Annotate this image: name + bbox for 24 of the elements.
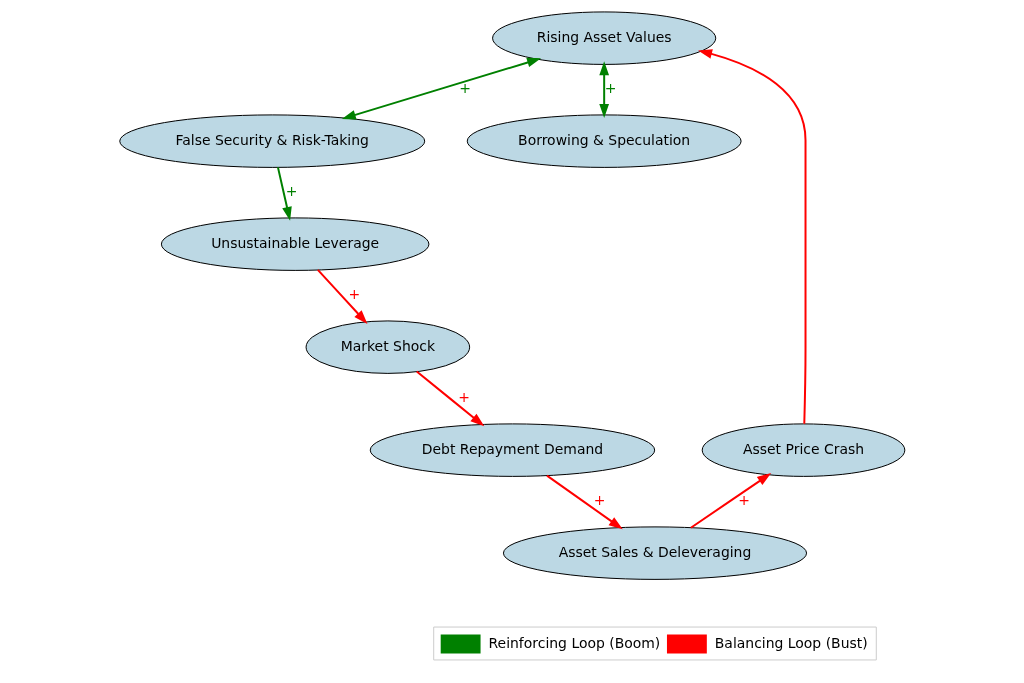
node-ellipse: Asset Price Crash — [701, 423, 905, 477]
edge-label: + — [348, 286, 360, 303]
arrow — [598, 61, 609, 118]
arrow — [545, 474, 623, 530]
arrow — [689, 473, 771, 529]
edge-label: + — [604, 80, 616, 97]
legend-label: Reinforcing Loop (Boom) — [488, 634, 660, 651]
node-ellipse: Market Shock — [305, 320, 470, 374]
node-ellipse: False Security & Risk-Taking — [118, 114, 425, 168]
node-ellipse: Debt Repayment Demand — [369, 423, 655, 477]
node-ellipse: Asset Sales & Deleveraging — [502, 526, 807, 580]
edge-label: + — [593, 492, 606, 509]
arrow — [341, 57, 541, 120]
node-ellipse: Borrowing & Speculation — [466, 114, 742, 168]
edge-label: + — [285, 183, 298, 200]
legend-label: Balancing Loop (Bust) — [714, 634, 868, 651]
arrow — [697, 49, 806, 425]
node-ellipse: Unsustainable Leverage — [160, 217, 429, 271]
edge-label: + — [457, 389, 470, 406]
arrow — [415, 370, 484, 427]
edge-label: + — [458, 80, 471, 97]
arrow — [276, 166, 292, 221]
arrow — [316, 268, 367, 324]
edge-label: + — [737, 492, 750, 509]
